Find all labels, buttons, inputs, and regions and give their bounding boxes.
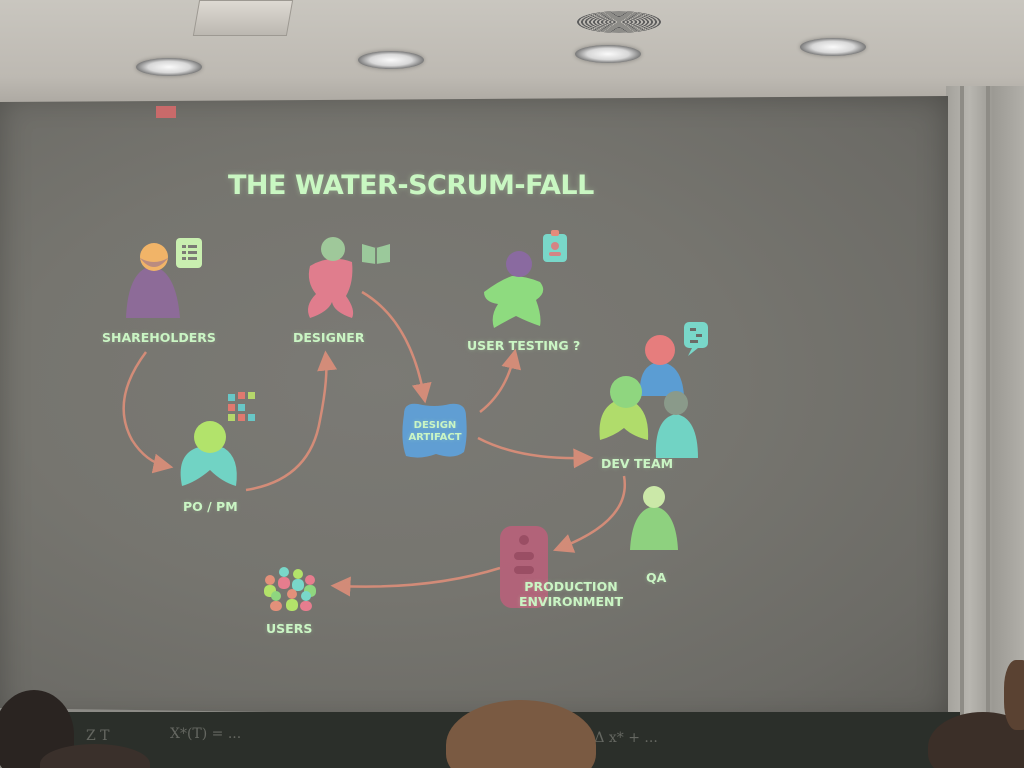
arrow-pm-to-designer: [245, 350, 338, 492]
po-pm-figure: [180, 421, 237, 486]
label-design-artifact: DESIGN ARTIFACT: [408, 420, 462, 444]
id-badge-icon: [543, 230, 567, 262]
server-icon: [500, 526, 548, 608]
design-artifact-shape: [402, 403, 467, 458]
arrow-artifact-to-user-testing: [479, 348, 522, 413]
arrow-shareholders-to-pm: [122, 351, 174, 474]
ceiling-light: [800, 38, 866, 56]
ceiling: [0, 0, 1024, 110]
label-production-line2: ENVIRONMENT: [518, 594, 623, 609]
ceiling-light: [575, 45, 641, 63]
document-list-icon: [176, 238, 202, 268]
label-production-line1: PRODUCTION: [524, 579, 618, 594]
user-testing-figure: [484, 251, 544, 328]
qa-figure: [630, 486, 678, 550]
slide-title: THE WATER-SCRUM-FALL: [228, 170, 594, 201]
arrow-designer-to-artifact: [361, 290, 432, 404]
chalk-scribble: Z T: [86, 728, 110, 744]
label-po-pm: PO / PM: [183, 499, 238, 514]
label-shareholders: SHAREHOLDERS: [102, 330, 216, 345]
projection-screen: [0, 96, 948, 722]
chalk-scribble: Σ Δ x* + ...: [580, 730, 658, 746]
label-design-artifact-line1: DESIGN: [413, 420, 457, 431]
label-designer: DESIGNER: [293, 330, 365, 345]
audience-hand: [1004, 660, 1024, 730]
label-qa: QA: [646, 570, 667, 585]
ceiling-light: [358, 51, 424, 69]
screen-sensor: [156, 106, 176, 118]
label-dev-team: DEV TEAM: [601, 456, 674, 471]
users-crowd-icon: [264, 567, 316, 611]
shareholders-figure: [126, 243, 180, 318]
ceiling-light: [136, 58, 202, 76]
arrow-devteam-to-production: [553, 475, 627, 553]
label-design-artifact-line2: ARTIFACT: [408, 432, 462, 443]
dev-team-figures: [599, 335, 698, 458]
tiles-icon: [228, 392, 255, 421]
arrow-artifact-to-devteam: [477, 436, 594, 469]
ceiling-vent: [577, 11, 661, 33]
label-users: USERS: [266, 621, 313, 636]
chalk-scribble: X*(T) = ...: [170, 726, 242, 742]
arrow-production-to-users: [330, 566, 501, 597]
chat-bubble-icon: [684, 322, 708, 356]
label-user-testing: USER TESTING ?: [467, 338, 581, 353]
audience-head: [446, 700, 596, 768]
designer-figure: [308, 237, 354, 318]
right-wall-pillar: [946, 86, 1024, 726]
label-production-environment: PRODUCTION ENVIRONMENT: [516, 579, 626, 609]
book-icon: [362, 244, 390, 264]
